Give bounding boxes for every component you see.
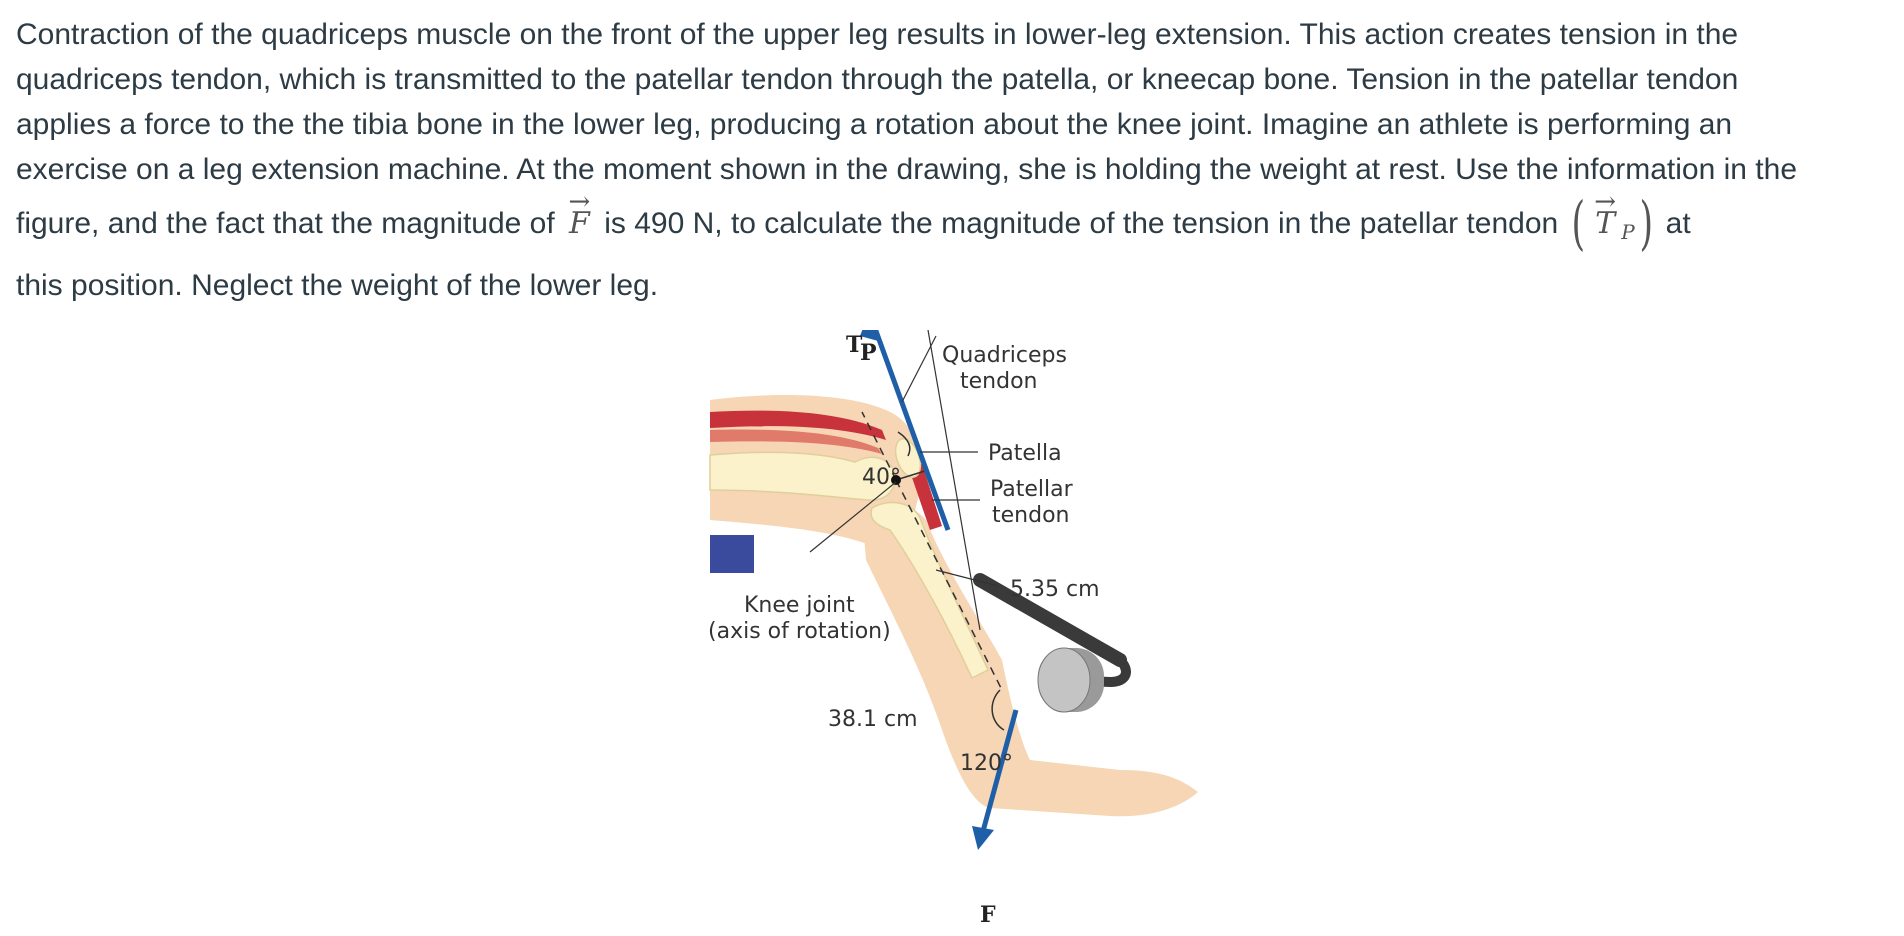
tibia-bone [870, 501, 989, 680]
leg-axis-dashed-line [895, 479, 1003, 691]
leader-5-35 [935, 569, 999, 587]
angle-arc-120 [991, 689, 1005, 731]
vector-t-symbol: T [1589, 193, 1621, 255]
vector-f-symbol: F [563, 193, 596, 255]
machine-arm [973, 573, 1127, 667]
problem-line: exercise on a leg extension machine. At … [16, 153, 1798, 186]
tp-vector-label: T [846, 332, 863, 358]
knee-joint-label-2: (axis of rotation) [708, 619, 891, 644]
quadriceps-label-2: tendon [960, 369, 1037, 394]
femur-bone [709, 451, 897, 501]
tp-vector-subscript: P [860, 340, 877, 366]
angle-label-40: 40° [862, 465, 901, 490]
roller-end [1037, 647, 1091, 713]
vector-t-subscript: P [1621, 220, 1635, 244]
patellar-label-1: Patellar [990, 477, 1074, 502]
tp-vector-arrowhead [860, 330, 882, 342]
seat-block [710, 535, 754, 573]
problem-text-segment: is 490 N, to calculate the magnitude of … [604, 207, 1559, 240]
machine-arm-end [1057, 655, 1131, 688]
f-vector-label: F [980, 902, 996, 928]
distance-label-1: 5.35 cm [1010, 577, 1100, 602]
problem-line: quadriceps tendon, which is transmitted … [16, 63, 1739, 96]
problem-text-segment: at [1665, 207, 1691, 240]
patellar-label-2: tendon [992, 503, 1069, 528]
quadriceps-muscle-shade [710, 429, 882, 454]
problem-text: Contraction of the quadriceps muscle on … [16, 12, 1896, 308]
leader-38-1 [927, 330, 981, 631]
knee-joint-label-1: Knee joint [744, 593, 855, 618]
problem-line: figure, and the fact that the magnitude … [16, 192, 1896, 263]
close-paren: ) [1639, 189, 1653, 257]
problem-line: this position. Neglect the weight of the… [16, 269, 659, 302]
angle-arc-40 [897, 431, 911, 457]
f-vector [979, 709, 1019, 836]
distance-label-2: 38.1 cm [828, 707, 918, 732]
leg-extension-figure: T P Quadriceps tendon Patella Patellar t… [708, 330, 1198, 928]
patella-label: Patella [988, 441, 1062, 466]
leader-knee-joint [809, 481, 897, 553]
open-paren: ( [1571, 189, 1585, 257]
quadriceps-muscle [710, 410, 886, 440]
leader-quadriceps [901, 335, 937, 403]
lever-arm-line [895, 469, 929, 481]
tp-vector [872, 330, 951, 531]
problem-line: applies a force to the the tibia bone in… [16, 108, 1733, 141]
tp-axis-dashed-line [861, 411, 897, 481]
problem-line: Contraction of the quadriceps muscle on … [16, 18, 1739, 51]
f-vector-arrowhead [972, 826, 994, 850]
problem-text-segment: figure, and the fact that the magnitude … [16, 207, 555, 240]
angle-label-120: 120° [960, 751, 1013, 776]
quadriceps-label-1: Quadriceps [942, 343, 1067, 368]
knee-joint-dot [891, 475, 901, 485]
